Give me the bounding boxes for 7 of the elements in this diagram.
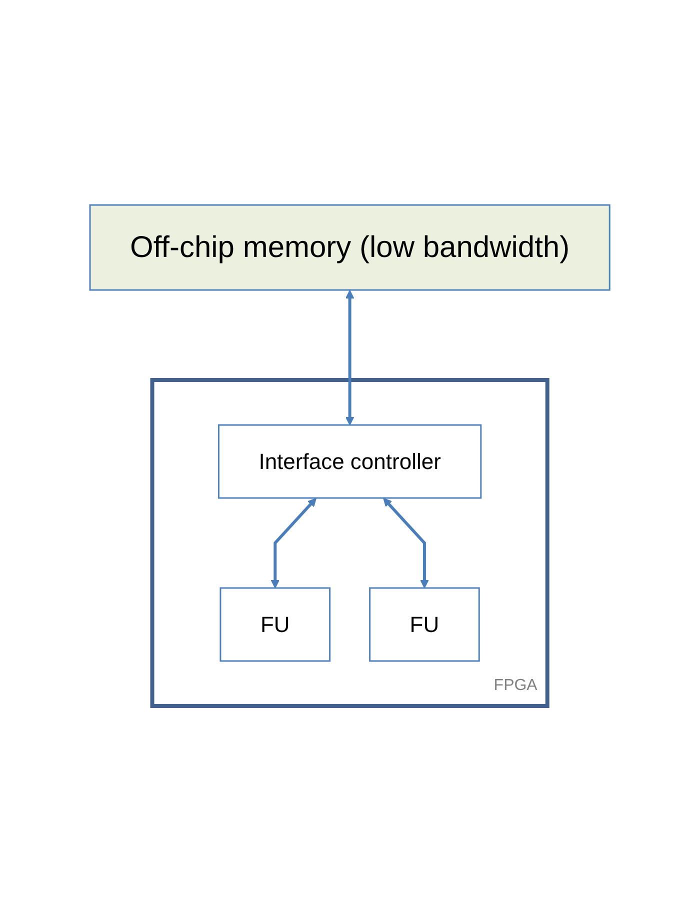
arrow <box>382 497 429 588</box>
node-box: Interface controller <box>218 424 482 498</box>
arrow <box>270 497 316 588</box>
node-box: Off-chip memory (low bandwidth) <box>88 204 610 290</box>
arrow <box>345 290 354 425</box>
node-box: FU <box>368 586 480 662</box>
node-box: FU <box>219 586 330 662</box>
